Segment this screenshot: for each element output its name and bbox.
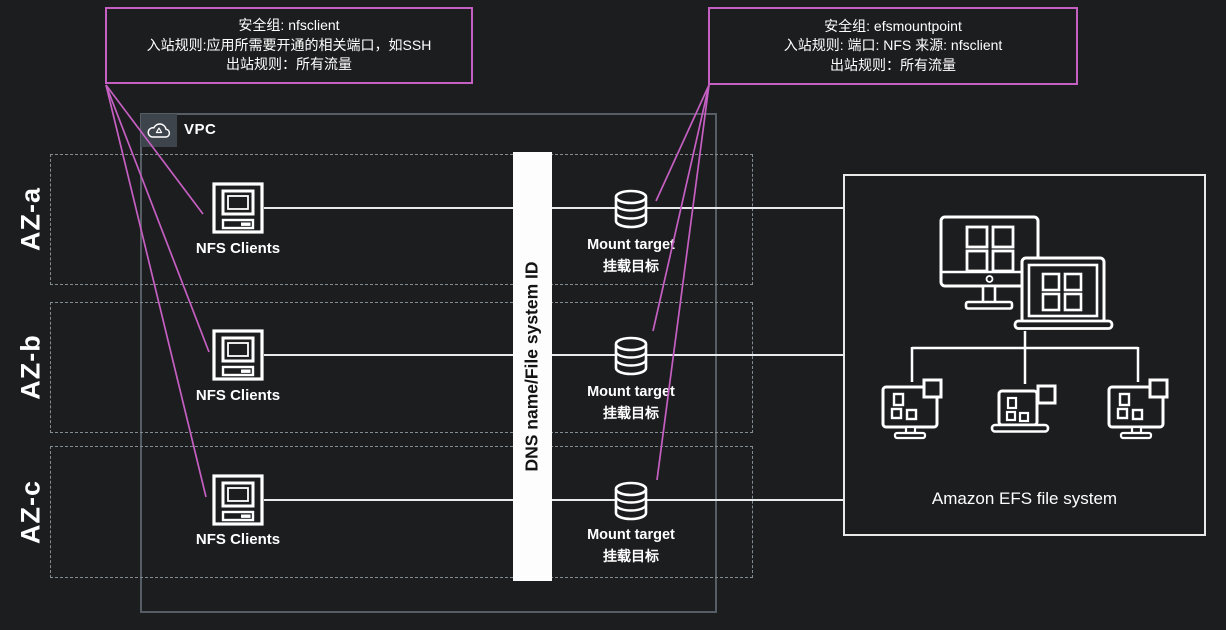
efs-client-monitor-icon — [1107, 378, 1169, 440]
mount-target-label: Mount target — [587, 384, 675, 400]
security-group-callout-nfsclient: 安全组: nfsclient 入站规则:应用所需要开通的相关端口，如SSH 出站… — [105, 7, 473, 84]
mount-target-icon — [614, 336, 648, 376]
nfs-clients-label: NFS Clients — [195, 387, 281, 404]
efs-client-monitor-icon — [881, 378, 943, 440]
mount-target-label-zh: 挂载目标 — [603, 548, 659, 564]
mount-target-label: Mount target — [587, 527, 675, 543]
callout-line: 出站规则：所有流量 — [226, 56, 352, 73]
nfs-clients-icon — [212, 329, 264, 381]
nfs-clients-label: NFS Clients — [195, 240, 281, 257]
dns-file-system-id-bar: DNS name/File system ID — [513, 152, 552, 581]
callout-line: 入站规则:应用所需要开通的相关端口，如SSH — [146, 36, 432, 53]
mount-target-label-zh: 挂载目标 — [603, 258, 659, 274]
callout-line: 出站规则：所有流量 — [830, 56, 956, 73]
callout-line: 安全组: efsmountpoint — [824, 17, 962, 34]
az-c-boundary-box — [50, 446, 753, 578]
callout-line: 安全组: nfsclient — [238, 17, 340, 34]
callout-line: 入站规则: 端口: NFS 来源: nfsclient — [783, 37, 1003, 54]
az-b-boundary-box — [50, 302, 753, 433]
efs-boundary-box — [843, 174, 1206, 536]
security-group-callout-efsmountpoint: 安全组: efsmountpoint 入站规则: 端口: NFS 来源: nfs… — [708, 7, 1078, 85]
nfs-clients-label: NFS Clients — [195, 531, 281, 548]
mount-target-label-zh: 挂载目标 — [603, 405, 659, 421]
nfs-clients-icon — [212, 182, 264, 234]
efs-client-laptop-icon — [990, 384, 1057, 433]
az-a-boundary-box — [50, 154, 753, 285]
efs-desktop-laptop-icon — [939, 215, 1114, 330]
nfs-clients-icon — [212, 474, 264, 526]
mount-target-icon — [614, 481, 648, 521]
mount-target-icon — [614, 189, 648, 229]
efs-file-system-label: Amazon EFS file system — [931, 489, 1118, 508]
